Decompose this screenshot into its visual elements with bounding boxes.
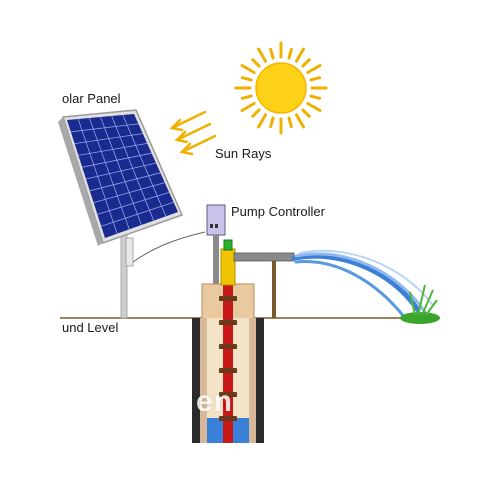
ground-level-label: und Level	[62, 320, 119, 335]
grass-icon	[400, 284, 440, 324]
pump-controller-label: Pump Controller	[231, 204, 325, 219]
solar-panel-icon	[58, 109, 184, 319]
pump-controller-icon	[206, 204, 226, 284]
sun-rays-label: Sun Rays	[215, 146, 272, 161]
arrow-icon	[169, 110, 217, 156]
well-pump-icon	[192, 239, 295, 443]
power-cable	[132, 231, 206, 263]
sun-icon	[234, 41, 328, 135]
water-spray-icon	[291, 249, 433, 320]
solar-panel-label: olar Panel	[62, 91, 121, 106]
watermark-text: en	[196, 385, 234, 418]
